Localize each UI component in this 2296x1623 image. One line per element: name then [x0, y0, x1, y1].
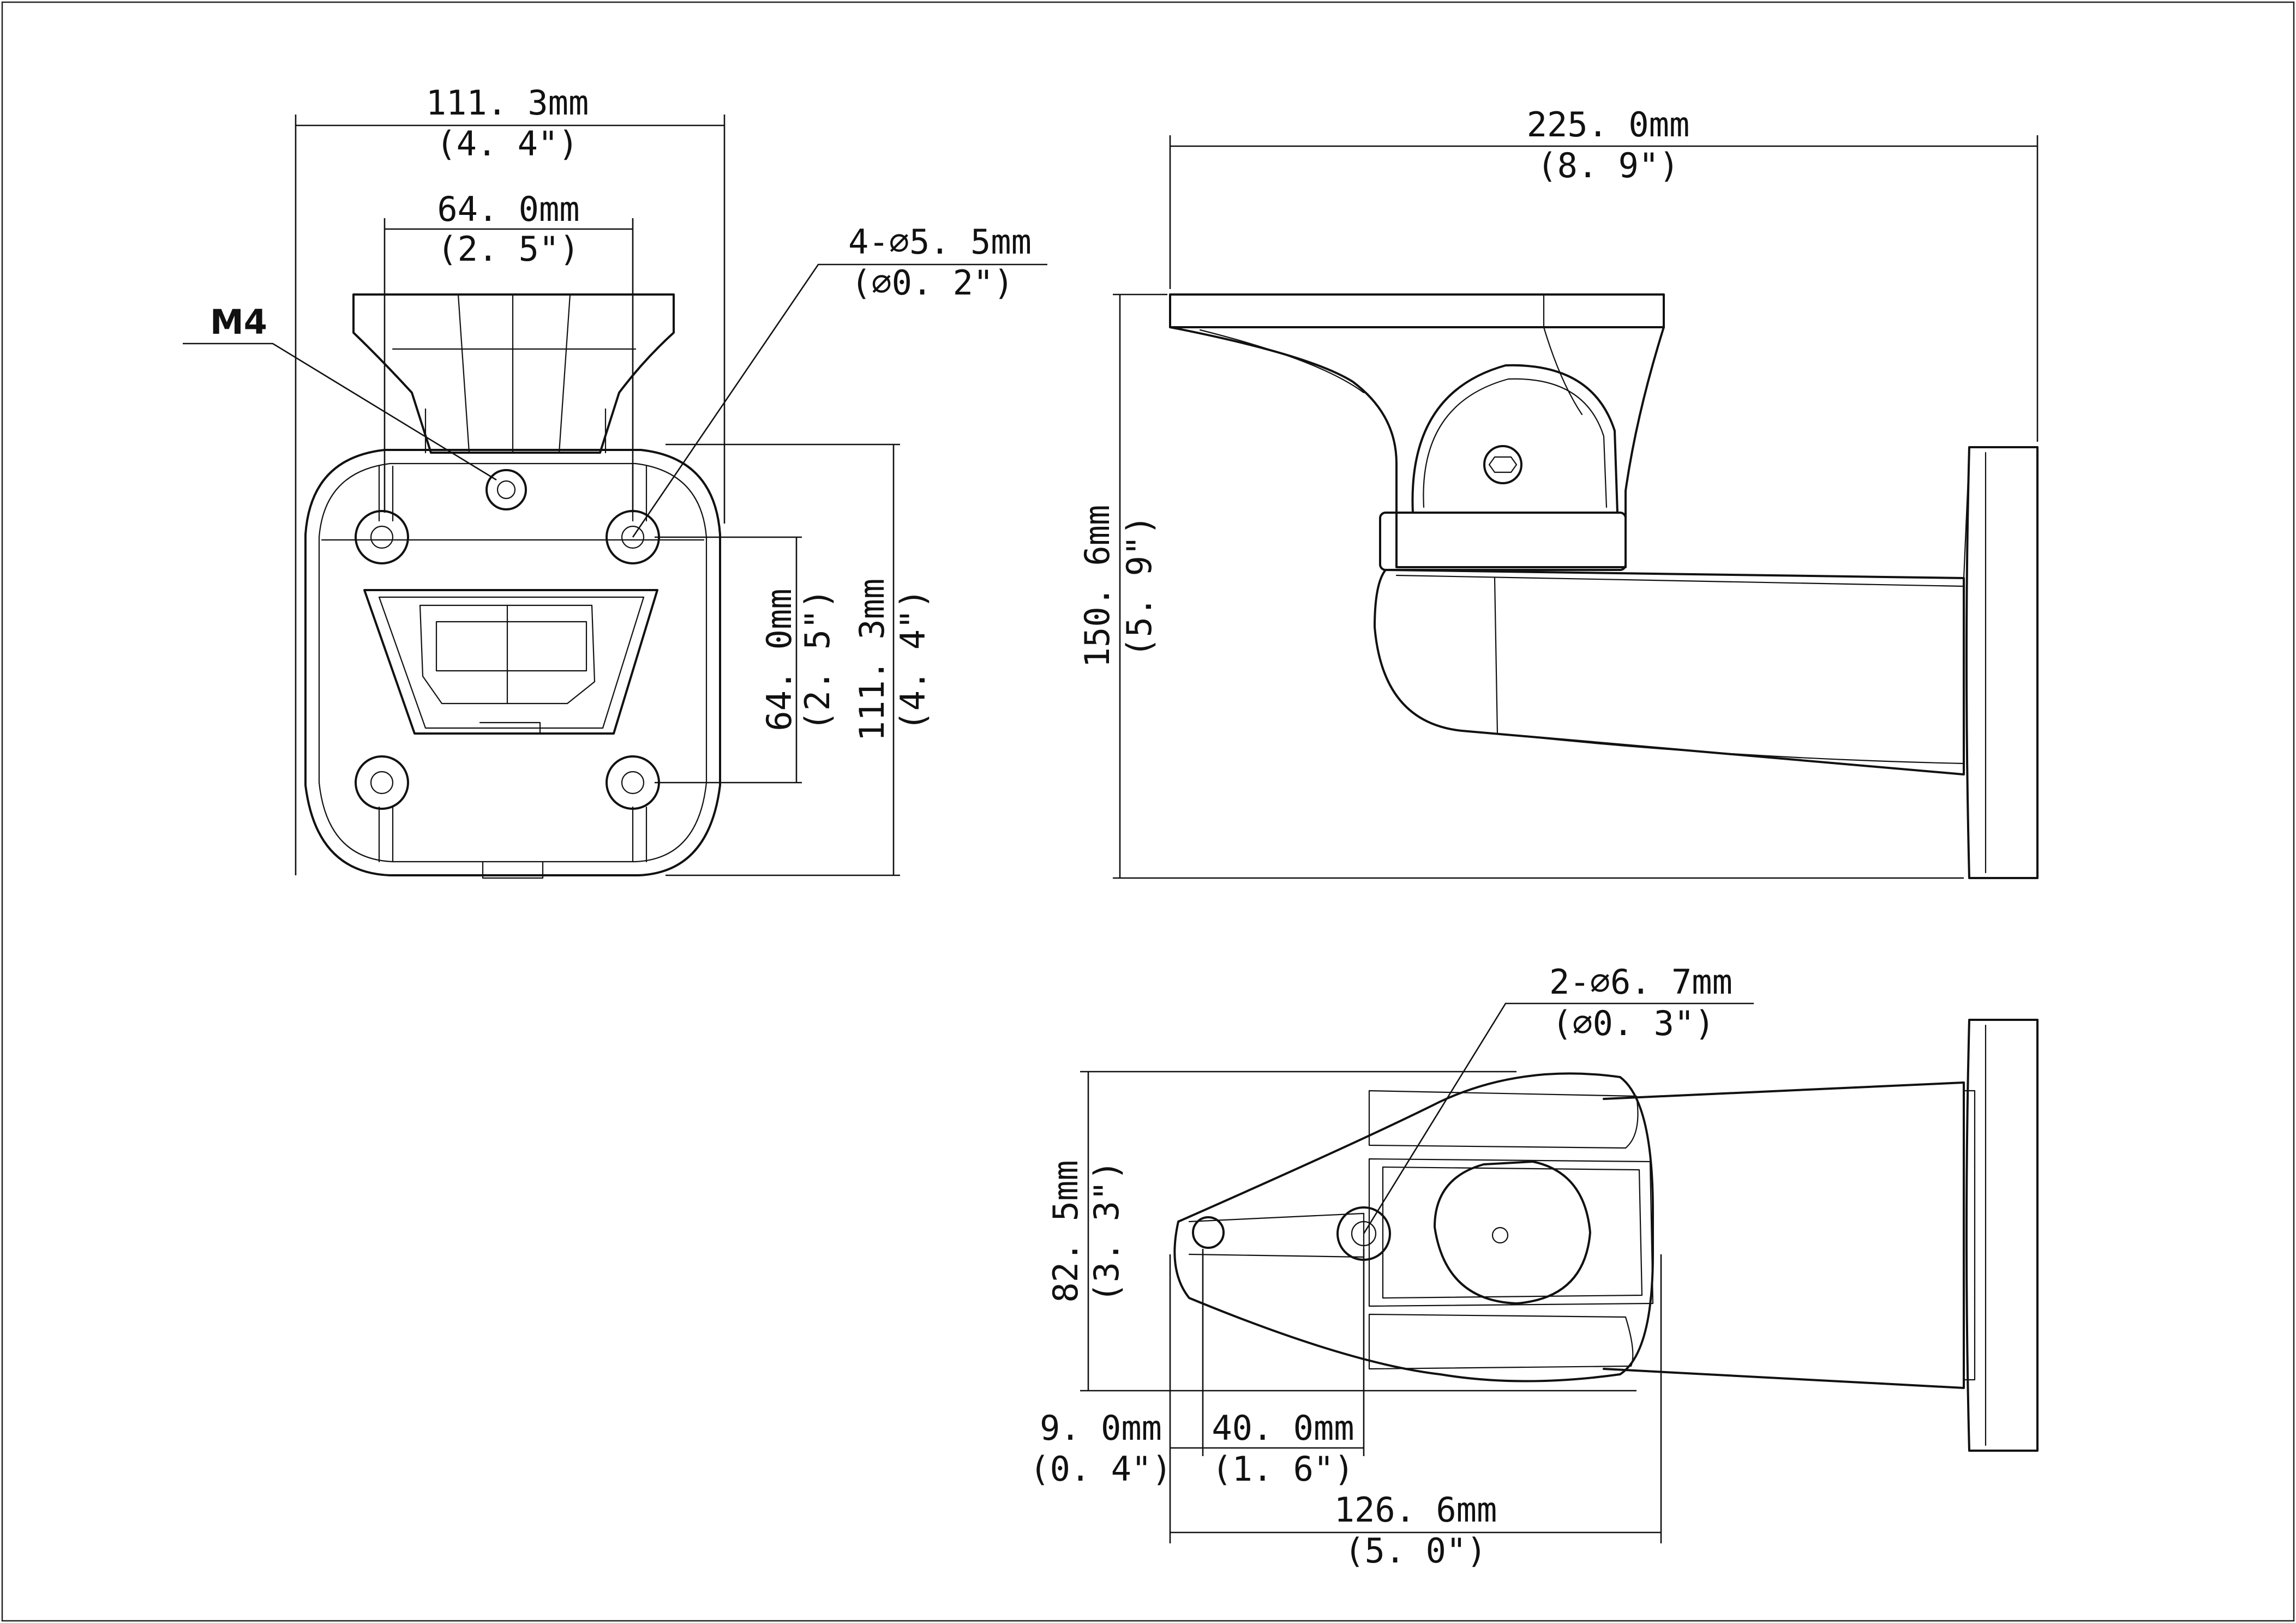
front-height-label: 111. 3mm — [852, 579, 892, 742]
side-arm-body — [1374, 569, 1965, 776]
front-thread-label: M4 — [210, 302, 267, 342]
side-height-label: 150. 6mm — [1077, 505, 1117, 668]
bottom-width-inch-label: (3. 3") — [1087, 1160, 1126, 1302]
front-hole-spec-inch-label: (∅0. 2") — [851, 263, 1014, 303]
bottom-joint-circle — [1434, 1161, 1591, 1305]
bottom-wall-plate — [1965, 1019, 2039, 1452]
front-hole-spacing-label: 64. 0mm — [437, 189, 579, 229]
front-height-spacing-inch-label: (2. 5") — [798, 588, 837, 731]
front-height-inch-label: (4. 4") — [893, 588, 933, 731]
front-height-spacing-label: 64. 0mm — [759, 588, 799, 731]
front-width-inch-label: (4. 4") — [436, 124, 578, 164]
bottom-depth-inch-label: (5. 0") — [1344, 1531, 1486, 1571]
bottom-edge-offset-inch-label: (0. 4") — [1029, 1449, 1172, 1489]
dimension-labels: 111. 3mm (4. 4") 64. 0mm (2. 5") M4 4-∅5… — [210, 83, 1733, 1571]
front-hole-bottom-left — [355, 755, 409, 810]
front-width-label: 111. 3mm — [426, 83, 589, 123]
bottom-arm-body — [1603, 1081, 1965, 1389]
front-hole-spacing-inch-label: (2. 5") — [437, 229, 579, 269]
front-hole-top-left — [355, 510, 409, 564]
front-hole-bottom-right — [606, 755, 660, 810]
side-joint-base — [1379, 512, 1627, 571]
bottom-hole-spec-inch-label: (∅0. 3") — [1552, 1003, 1715, 1043]
bottom-hole-spec-label: 2-∅6. 7mm — [1549, 962, 1733, 1002]
side-hex-screw — [1483, 445, 1522, 484]
side-length-inch-label: (8. 9") — [1537, 146, 1679, 185]
side-length-label: 225. 0mm — [1527, 105, 1690, 145]
front-mount-plate — [352, 293, 675, 454]
bottom-depth-label: 126. 6mm — [1334, 1490, 1497, 1530]
dimension-lines — [183, 115, 2039, 1543]
bottom-base-outline — [1173, 1072, 1654, 1382]
bottom-hole-outer — [1192, 1216, 1225, 1249]
front-body-inner — [318, 462, 708, 863]
side-arm — [1169, 326, 1665, 568]
side-view — [1169, 293, 2039, 879]
bottom-edge-offset-label: 9. 0mm — [1040, 1408, 1162, 1448]
bottom-width-label: 82. 5mm — [1046, 1160, 1086, 1302]
side-wall-plate — [1965, 446, 2039, 879]
front-hole-spec-label: 4-∅5. 5mm — [848, 222, 1032, 262]
bottom-center-pocket — [1368, 1158, 1654, 1307]
side-ball-joint — [1411, 364, 1618, 514]
bottom-view — [1173, 1019, 2039, 1452]
front-body-outline — [304, 449, 721, 876]
bottom-hole-spacing-inch-label: (1. 6") — [1212, 1449, 1354, 1489]
front-cable-window — [363, 589, 658, 735]
bottom-upper-pocket — [1368, 1090, 1639, 1149]
front-cable-clip — [419, 604, 596, 705]
side-height-inch-label: (5. 9") — [1119, 515, 1159, 657]
side-top-plate — [1169, 293, 1665, 328]
bottom-hole-spacing-label: 40. 0mm — [1212, 1408, 1354, 1448]
front-m4-hole — [485, 469, 527, 510]
bottom-lower-pocket — [1368, 1313, 1634, 1370]
front-view — [304, 293, 721, 879]
